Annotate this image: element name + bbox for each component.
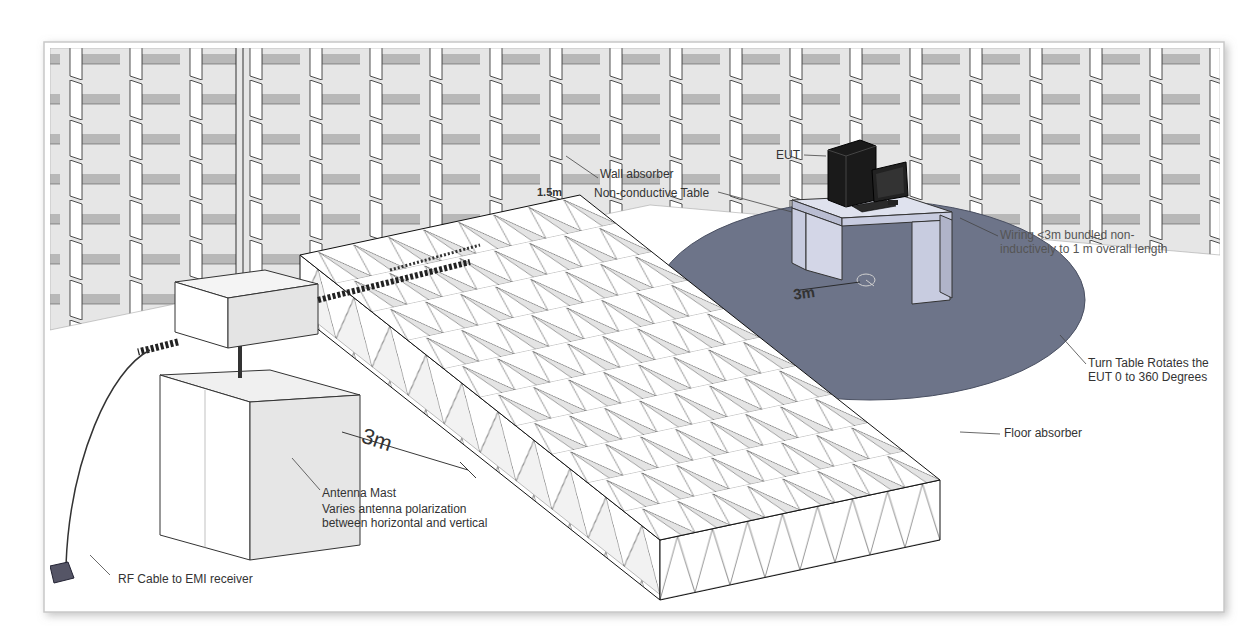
dimension-lines: [342, 282, 860, 478]
antenna-mast: [160, 48, 360, 560]
leader-lines: [90, 155, 1086, 575]
wall-absorber-label: Wall absorber: [600, 167, 710, 181]
non-conductive-table: [792, 195, 952, 304]
log-periodic-antenna: [138, 245, 480, 352]
rf-cable: [50, 350, 150, 583]
floor-absorber: [300, 195, 940, 600]
turn-table-label: Turn Table Rotates the EUT 0 to 360 Degr…: [1088, 356, 1228, 384]
antenna-mast-label: Antenna Mast: [322, 486, 442, 500]
height-dimension: 1.5m: [537, 186, 577, 199]
eut-label: EUT: [776, 148, 816, 162]
eut-computer: [828, 140, 908, 212]
antenna-note: Varies antenna polarization between hori…: [322, 502, 507, 530]
rf-cable-label: RF Cable to EMI receiver: [118, 572, 258, 586]
frame: [44, 42, 1224, 612]
wiring-note: Wiring <3m bundled non-inductively to 1 …: [1000, 228, 1180, 256]
floor-absorber-label: Floor absorber: [1004, 426, 1124, 440]
table-label: Non-conductive Table: [594, 186, 734, 200]
